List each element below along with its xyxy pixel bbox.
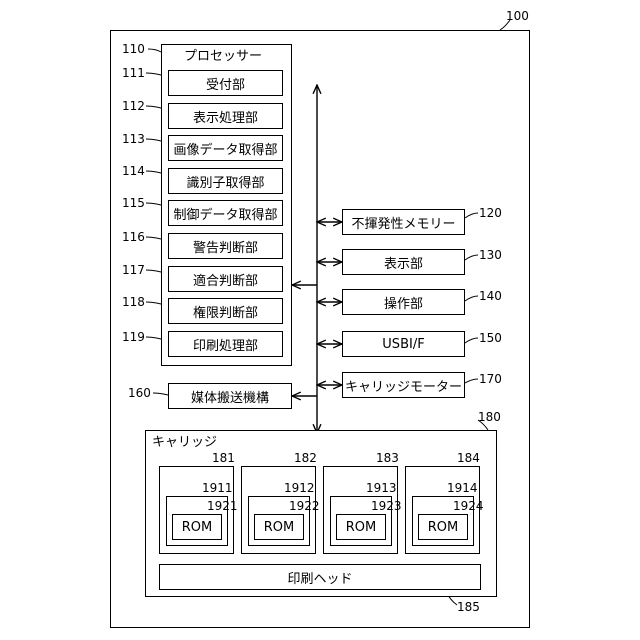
ref-1913: 1913: [366, 481, 397, 495]
ref-110: 110: [122, 42, 145, 56]
ref-150: 150: [479, 331, 502, 345]
ref-111: 111: [122, 66, 145, 80]
usb-if-label: USBI/F: [342, 331, 465, 357]
ref-1912: 1912: [284, 481, 315, 495]
ref-118: 118: [122, 295, 145, 309]
ref-181: 181: [212, 451, 235, 465]
ref-114: 114: [122, 164, 145, 178]
unit-117-label: 適合判断部: [168, 266, 283, 292]
carriage-title: キャリッジ: [152, 431, 217, 450]
nonvolatile-memory-label: 不揮発性メモリー: [342, 209, 465, 235]
unit-112-label: 表示処理部: [168, 103, 283, 129]
media-transport-label: 媒体搬送機構: [168, 383, 292, 409]
ref-120: 120: [479, 206, 502, 220]
ref-183: 183: [376, 451, 399, 465]
ref-1924: 1924: [453, 499, 484, 513]
ref-170: 170: [479, 372, 502, 386]
unit-111-label: 受付部: [168, 70, 283, 96]
rom-label-1921: ROM: [172, 514, 222, 540]
unit-118-label: 権限判断部: [168, 298, 283, 324]
ref-1911: 1911: [202, 481, 233, 495]
ref-119: 119: [122, 330, 145, 344]
unit-114-label: 識別子取得部: [168, 168, 283, 194]
ref-112: 112: [122, 99, 145, 113]
ref-100: 100: [506, 9, 529, 23]
unit-113-label: 画像データ取得部: [168, 135, 283, 161]
rom-label-1922: ROM: [254, 514, 304, 540]
carriage-motor-label: キャリッジモーター: [342, 372, 465, 398]
ref-1914: 1914: [447, 481, 478, 495]
unit-115-label: 制御データ取得部: [168, 200, 283, 226]
rom-label-1924: ROM: [418, 514, 468, 540]
ref-1921: 1921: [207, 499, 238, 513]
ref-184: 184: [457, 451, 480, 465]
ref-140: 140: [479, 289, 502, 303]
ref-116: 116: [122, 230, 145, 244]
processor-title: プロセッサー: [184, 45, 262, 64]
ref-185: 185: [457, 600, 480, 614]
ref-113: 113: [122, 132, 145, 146]
unit-116-label: 警告判断部: [168, 233, 283, 259]
ref-115: 115: [122, 196, 145, 210]
ref-130: 130: [479, 248, 502, 262]
ref-180: 180: [478, 410, 501, 424]
operation-label: 操作部: [342, 289, 465, 315]
ref-1922: 1922: [289, 499, 320, 513]
ref-1923: 1923: [371, 499, 402, 513]
ref-160: 160: [128, 386, 151, 400]
ref-117: 117: [122, 263, 145, 277]
unit-119-label: 印刷処理部: [168, 331, 283, 357]
print-head-label: 印刷ヘッド: [159, 564, 481, 590]
rom-label-1923: ROM: [336, 514, 386, 540]
ref-182: 182: [294, 451, 317, 465]
display-label: 表示部: [342, 249, 465, 275]
